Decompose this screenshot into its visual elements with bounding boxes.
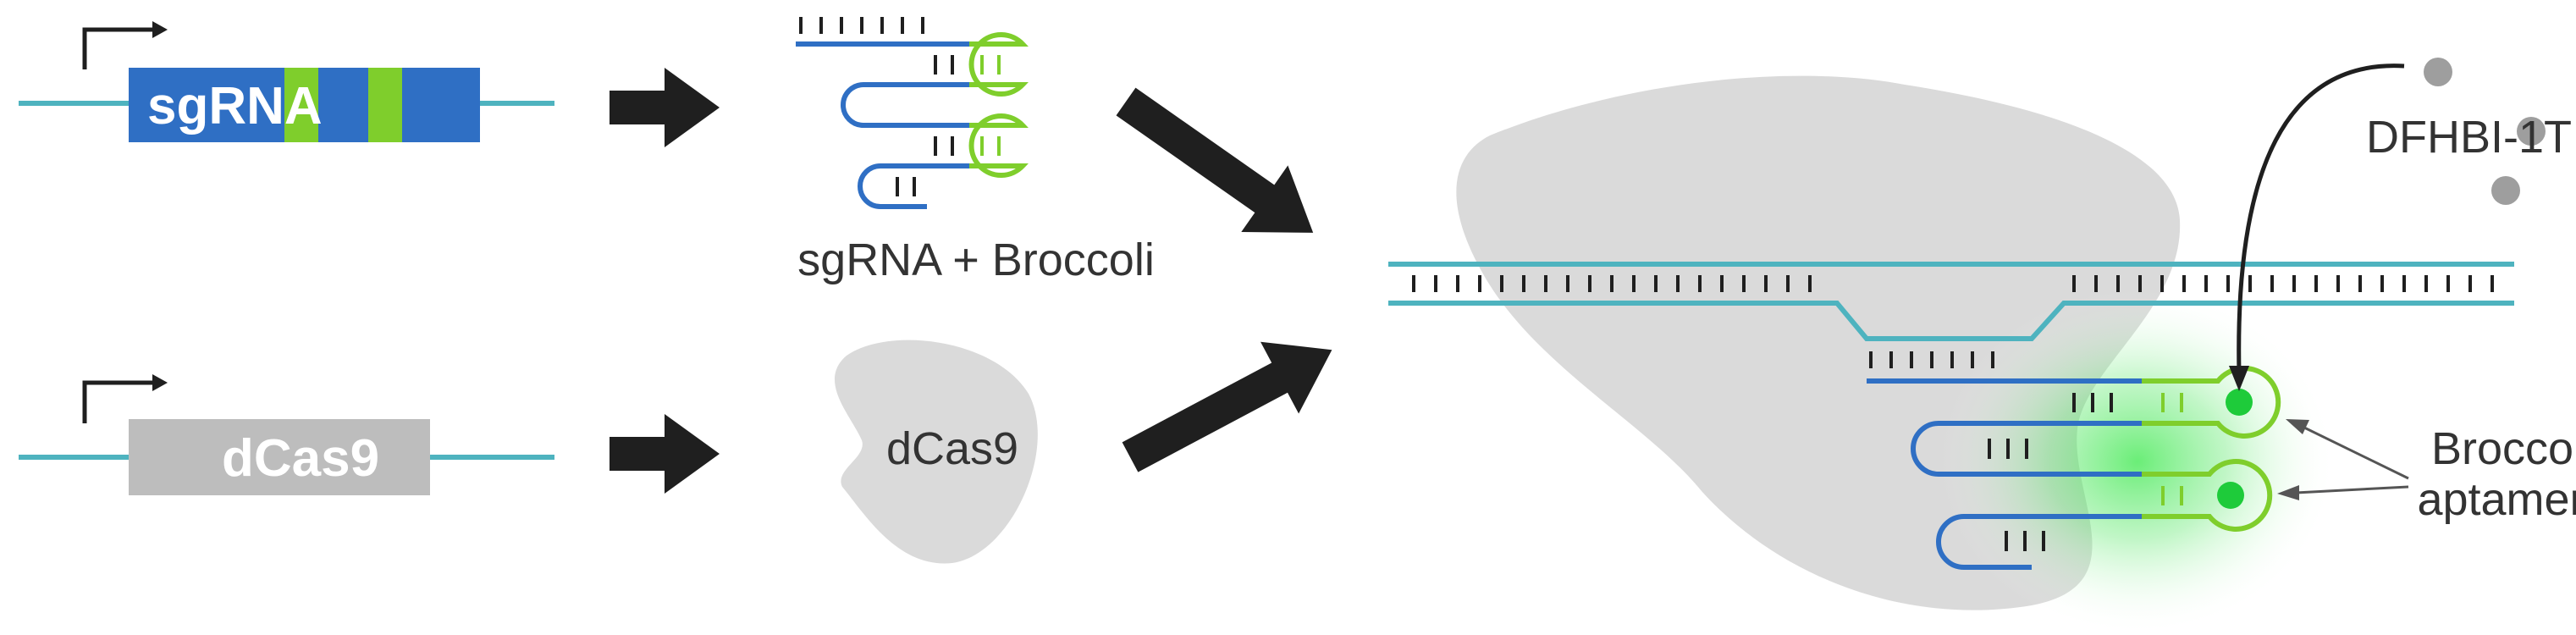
binding-arrowhead-icon [2229,366,2249,391]
broccoli-insert-2 [368,68,402,142]
flow-arrow-icon [610,68,720,147]
aptamer-pointer [2303,426,2409,480]
target-dna [1388,262,2514,341]
promoter-arrow-icon [82,27,157,69]
dna-base-pair-ticks [1412,275,2494,292]
dcas9-gene-label: dCas9 [222,429,379,488]
sgrna-gene-label: sgRNA [147,77,323,135]
broccoli-insert-1 [284,68,318,142]
sgrna-broccoli-rna [796,17,1029,209]
flow-arrow-icon [610,414,720,494]
dfhbi-molecule-icon [2424,58,2452,86]
dfhbi-molecule-icon [2491,176,2520,205]
promoter-arrowhead-icon [152,21,168,38]
binding-arrow [2237,64,2405,373]
dcas9-gene-construct: dCas9 [19,374,554,495]
aptamers-label-line1: Broccoli [2431,423,2576,474]
dfhbi-label: DFHBI-1T [2366,112,2572,163]
sgrna-broccoli-label: sgRNA + Broccoli [797,235,1155,285]
dcas9-gene-box [129,419,430,495]
promoter-arrow-icon [82,380,157,423]
dcas9-protein-blob [834,340,1038,564]
fluorophore-dot-icon [2217,482,2244,509]
promoter-arrowhead-icon [152,374,168,391]
aptamers-label-line2: aptamers [2417,474,2576,525]
flow-arrow-icon [1122,341,1332,472]
flow-arrow-icon [1116,87,1314,233]
spacer-ticks [799,17,924,34]
dcas9-protein-label: dCas9 [886,423,1018,474]
sgrna-gene-construct: sgRNA [19,21,554,142]
dfhbi-molecule-icon [2517,117,2546,146]
fluorophore-dot-icon [2226,389,2253,416]
aptamer-pointer [2295,485,2409,494]
